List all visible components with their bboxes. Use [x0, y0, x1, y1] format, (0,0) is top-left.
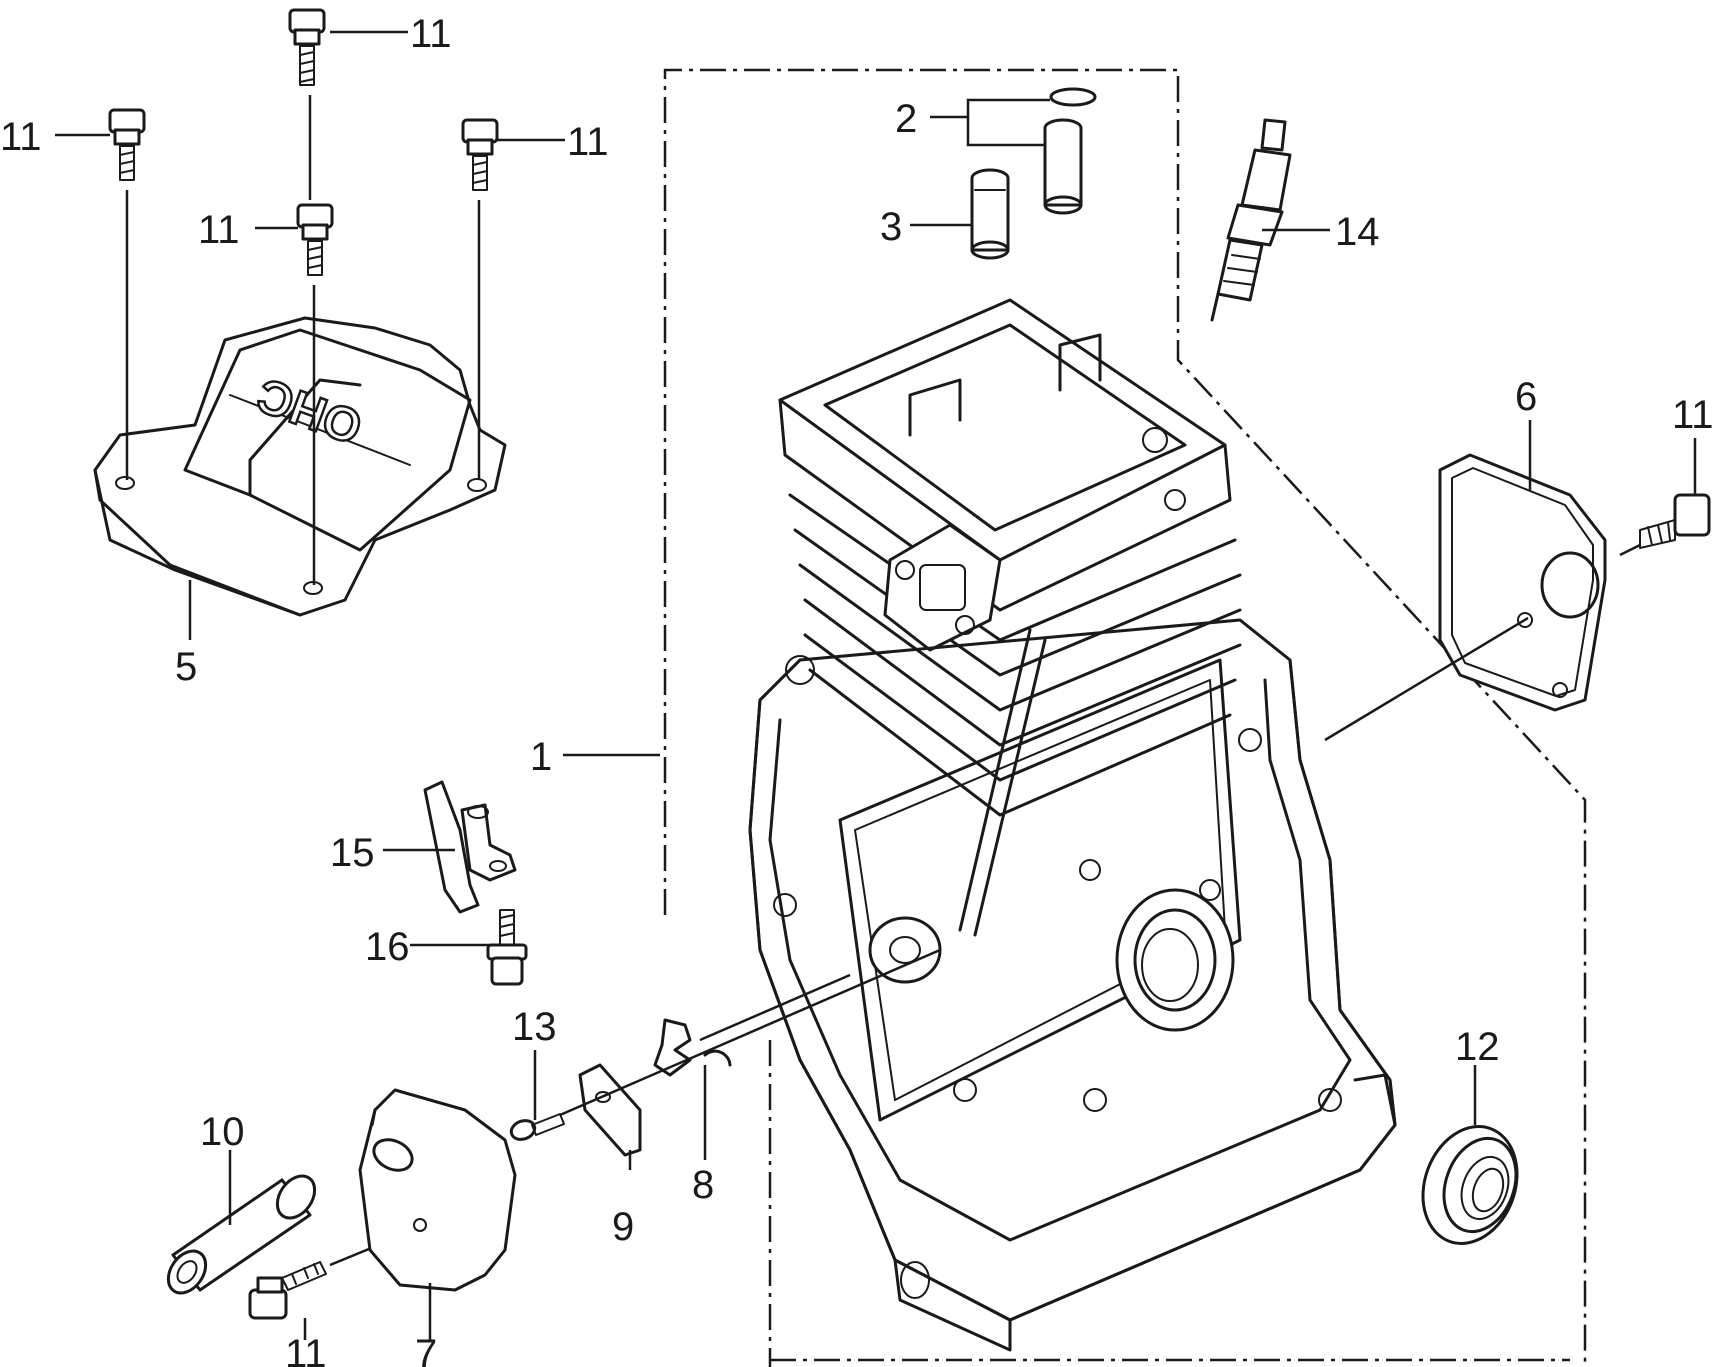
bolt-11-top: [288, 8, 326, 200]
bolt-11-side: [1619, 493, 1711, 557]
valve-cover: OHC: [93, 316, 507, 617]
valve-guide-2: [970, 168, 1010, 260]
callout-11-side: 11: [1672, 393, 1714, 437]
callout-3: 3: [880, 205, 902, 249]
callout-5: 5: [175, 645, 197, 689]
callout-numbers: 1 2 3 5 6 7 8 9 10 11 11 11 11 11 11 12 …: [0, 12, 1714, 1367]
governor-bracket: [423, 780, 517, 914]
callout-15: 15: [330, 831, 375, 875]
callout-8: 8: [692, 1163, 714, 1207]
callout-13: 13: [512, 1005, 557, 1049]
callout-11-center: 11: [198, 208, 240, 252]
plate-screw: [509, 1113, 565, 1141]
callout-10: 10: [200, 1110, 245, 1154]
oil-seal: [1421, 1125, 1519, 1245]
bolt-11-left: [108, 108, 146, 480]
callout-16: 16: [365, 925, 410, 969]
governor-tab: [653, 1018, 732, 1077]
bolt-11-center: [296, 203, 334, 585]
callout-14: 14: [1335, 210, 1380, 254]
callout-2: 2: [895, 97, 917, 141]
callout-6: 6: [1515, 375, 1537, 419]
callout-11-top: 11: [410, 12, 452, 56]
valve-guide-clip: [1049, 87, 1097, 107]
assembly-boundary-line: [663, 68, 1587, 1367]
callout-1: 1: [530, 735, 552, 779]
leader-lines: [55, 30, 1697, 1340]
cylinder-block: [748, 298, 1397, 1352]
dowel-pin: [166, 1174, 317, 1295]
callout-11-right: 11: [567, 120, 609, 164]
retainer-plate: [578, 1063, 642, 1157]
bolt-11-right: [461, 118, 499, 480]
callout-9: 9: [612, 1205, 634, 1249]
callout-12: 12: [1455, 1025, 1500, 1069]
side-cover-plate: [1438, 453, 1607, 712]
spark-plug: [1210, 118, 1292, 322]
flange-bolt: [486, 909, 528, 986]
breather-plate: [358, 1088, 517, 1292]
valve-guide: [1043, 118, 1083, 215]
callout-7: 7: [415, 1332, 437, 1367]
callout-11-bottom: 11: [285, 1332, 327, 1367]
callout-11-left: 11: [0, 115, 42, 159]
